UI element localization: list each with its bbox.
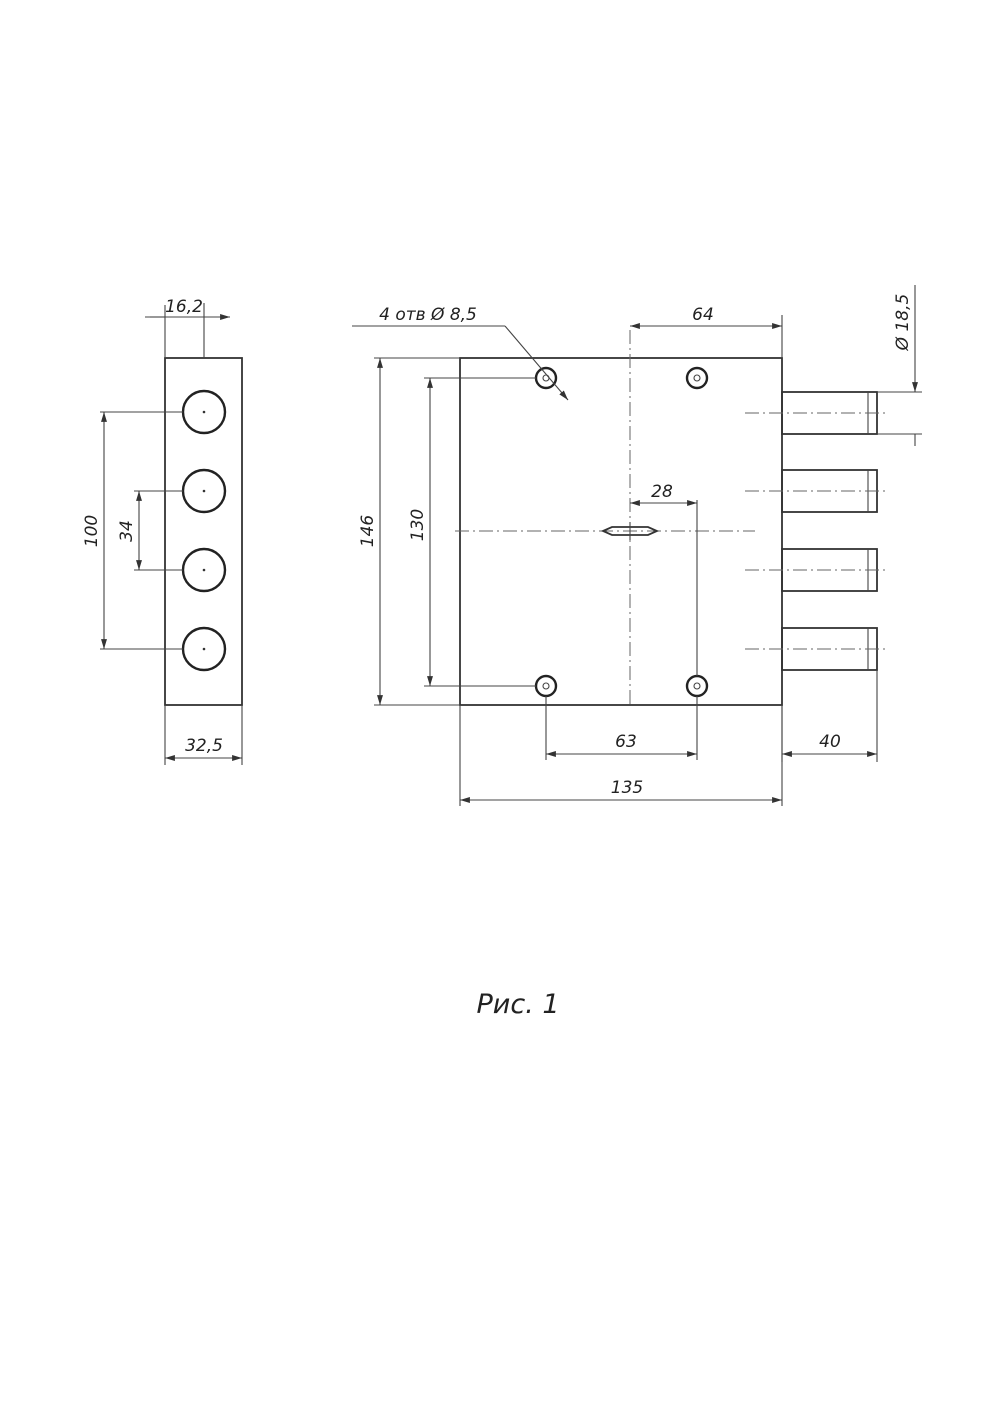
dim-strip-outer-pitch: 100 [82, 515, 102, 547]
dim-holes-height: 130 [408, 509, 428, 541]
keyhole [600, 522, 660, 540]
striker-holes [181, 389, 227, 672]
dim-bolt-length: 40 [819, 732, 841, 752]
striker-plate-outline [164, 357, 243, 706]
striker-plate-view: 16,2 32,5 100 34 [82, 297, 243, 765]
lock-bolts [745, 391, 885, 671]
mounting-hole [534, 674, 558, 698]
mounting-hole [685, 366, 709, 390]
dim-strip-inner-pitch: 34 [117, 520, 137, 542]
dim-holes-spacing: 63 [615, 732, 637, 752]
dim-strip-bottom-width: 32,5 [185, 736, 223, 756]
dim-top-offset: 64 [692, 305, 714, 325]
mounting-holes [534, 366, 709, 698]
dim-strip-top-width: 16,2 [165, 297, 203, 317]
mounting-hole [685, 674, 709, 698]
dim-total-width: 135 [611, 778, 643, 798]
dim-key-offset: 28 [651, 482, 673, 502]
lock-body-view: 4 отв Ø 8,5 64 Ø 18,5 146 130 28 63 [352, 285, 922, 806]
mounting-hole [534, 366, 558, 390]
holes-note: 4 отв Ø 8,5 [379, 305, 477, 325]
figure-caption: Рис. 1 [476, 989, 559, 1020]
dim-bolt-diameter: Ø 18,5 [893, 294, 913, 352]
dim-total-height: 146 [358, 515, 378, 548]
